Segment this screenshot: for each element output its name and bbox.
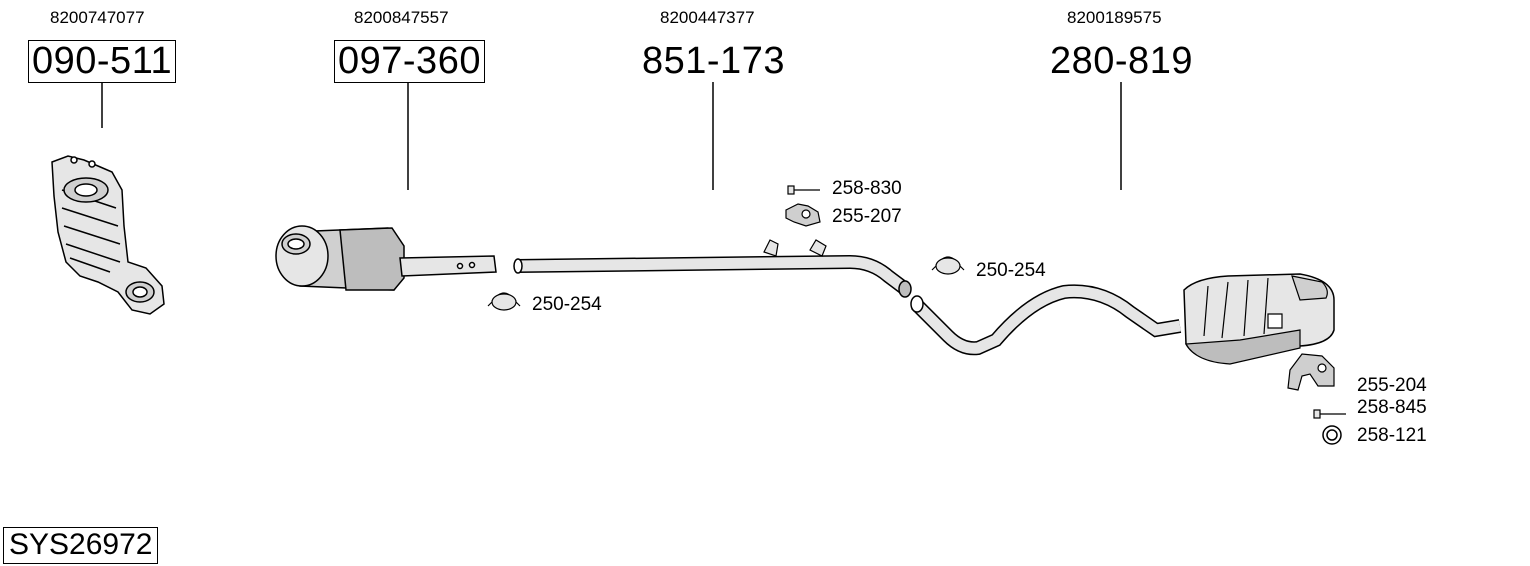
part-number-090-511: 090-511: [28, 40, 177, 83]
ring-icon: [1322, 425, 1342, 445]
part-number-851-173: 851-173: [642, 40, 785, 82]
clamp-icon: [487, 292, 521, 311]
system-code-label: SYS26972: [3, 527, 159, 564]
accessory-label-255-207: 255-207: [832, 206, 902, 227]
part-number-097-360: 097-360: [334, 40, 485, 83]
bolt-icon: [1313, 409, 1346, 419]
accessory-label-258-830: 258-830: [832, 178, 902, 199]
oem-ref-280-819: 8200189575: [1067, 8, 1162, 27]
particulate-filter-drawing: [275, 225, 497, 291]
bracket-icon: [1287, 353, 1335, 391]
oem-ref-097-360: 8200847557: [354, 8, 449, 27]
accessory-label-255-204: 255-204: [1357, 375, 1427, 396]
clamp-icon: [931, 256, 965, 275]
accessory-label-258-121: 258-121: [1357, 425, 1427, 446]
catalytic-converter-drawing: [51, 155, 165, 315]
intermediate-pipe-drawing: [513, 239, 912, 298]
accessory-label-250-254-right: 250-254: [976, 260, 1046, 281]
rubber-mount-icon: [785, 203, 821, 227]
oem-ref-090-511: 8200747077: [50, 8, 145, 27]
oem-ref-851-173: 8200447377: [660, 8, 755, 27]
accessory-label-258-845: 258-845: [1357, 397, 1427, 418]
part-number-280-819: 280-819: [1050, 40, 1193, 82]
accessory-label-250-254-left: 250-254: [532, 294, 602, 315]
bolt-icon: [787, 185, 820, 195]
rear-silencer-drawing: [910, 273, 1335, 365]
